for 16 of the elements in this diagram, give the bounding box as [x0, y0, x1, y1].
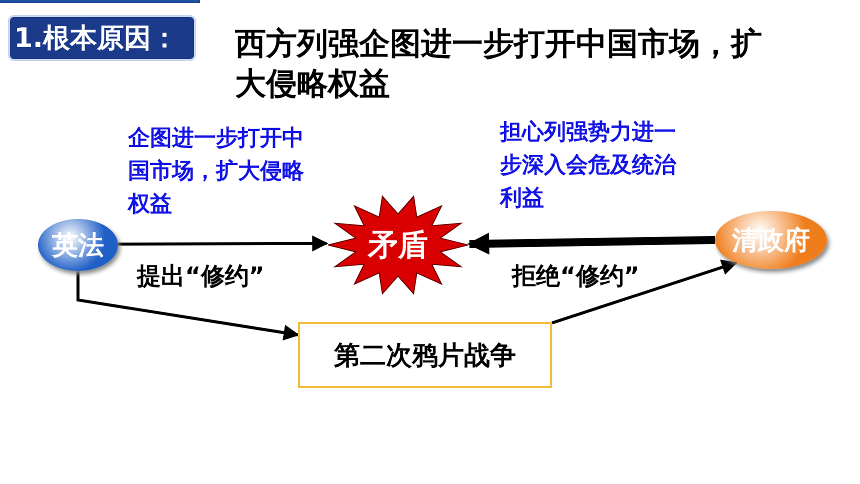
node-label: 第二次鸦片战争 — [334, 340, 516, 372]
section-badge: 1.根本原因： — [8, 15, 196, 61]
node-label: 清政府 — [732, 224, 810, 258]
node-label: 矛盾 — [368, 226, 428, 264]
node-label: 英法 — [52, 230, 104, 262]
arrow — [118, 235, 328, 252]
arrow — [76, 271, 300, 341]
arrow — [467, 232, 716, 255]
note-text: 企图进一步打开中国市场，扩大侵略权益 — [128, 125, 304, 219]
ellipse-node — [715, 211, 827, 269]
ellipse-node — [38, 219, 118, 271]
burst-shape — [328, 195, 468, 295]
heading: 西方列强企图进一步打开中国市场，扩大侵略权益 — [235, 25, 763, 104]
process-box — [298, 322, 552, 388]
note-text: 担心列强势力进一步深入会危及统治利益 — [500, 118, 676, 213]
arrow — [552, 260, 738, 324]
